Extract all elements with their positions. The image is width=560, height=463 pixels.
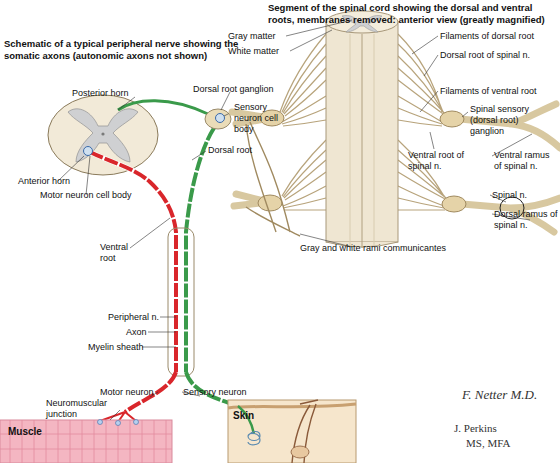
structure-label: Dorsal root of spinal n. — [440, 50, 530, 61]
heading-text: Schematic of a typical peripheral nerve … — [4, 38, 244, 61]
axon-underlay — [186, 128, 214, 372]
motor-cell-body — [84, 147, 93, 156]
hair-bulb — [291, 446, 309, 458]
structure-label: Anterior horn — [18, 176, 70, 187]
spinal-nerve — [460, 104, 560, 232]
peripheral-nerve — [168, 228, 194, 376]
central-canal — [101, 132, 104, 135]
anterior-median-fissure — [362, 34, 363, 248]
root-filaments — [282, 140, 326, 210]
muscle-block — [0, 420, 172, 463]
sensory-receptor — [248, 432, 260, 445]
structure-label: Gray and white rami communicantes — [300, 243, 446, 254]
dorsal-root-ganglion — [205, 109, 231, 129]
junction-bulb — [98, 420, 103, 425]
structure-label: Dorsal ramus of spinal n. — [494, 209, 558, 231]
structure-label: Spinal sensory (dorsal root) ganglion — [470, 104, 540, 137]
epidermis — [228, 404, 356, 408]
structure-label: Myelin sheath — [88, 342, 144, 353]
structure-label: Ventral ramus of spinal n. — [494, 150, 558, 172]
spinal-ganglion — [442, 196, 466, 212]
spinal-ganglion — [258, 195, 282, 211]
structure-label: Motor neuron — [100, 387, 154, 398]
structure-label: White matter — [228, 46, 279, 57]
structure-label: Filaments of dorsal root — [440, 31, 534, 42]
muscle-striations — [0, 420, 172, 463]
structure-label: Spinal n. — [492, 190, 527, 201]
structure-label: Axon — [126, 327, 147, 338]
structure-label: Ventral root — [100, 242, 136, 264]
junction-bulb — [134, 420, 139, 425]
structure-label: Sensory neuron cell body — [234, 102, 280, 135]
rami-communicantes — [246, 122, 300, 236]
axon-underlay — [90, 152, 176, 372]
structure-label: Dorsal root ganglion — [193, 84, 274, 95]
cord-surface-shading — [350, 34, 374, 246]
structure-label: Ventral root of spinal n. — [408, 150, 466, 172]
root-filaments — [398, 34, 446, 126]
root-filaments — [280, 34, 326, 126]
structure-label: Sensory neuron — [183, 387, 247, 398]
structure-label: Posterior horn — [72, 88, 129, 99]
structure-label: Filaments of ventral root — [440, 86, 537, 97]
artist-signature: F. Netter M.D. — [462, 388, 537, 402]
structure-label: Motor neuron cell body — [40, 190, 132, 201]
cord-cross-section — [48, 95, 158, 175]
artist-credit: J. Perkins — [454, 422, 497, 435]
sensory-cell-body — [216, 114, 225, 123]
region-label: Muscle — [8, 426, 42, 437]
junction-bulb — [116, 421, 121, 426]
structure-label: Peripheral n. — [108, 312, 159, 323]
artist-credit: MS, MFA — [466, 437, 510, 450]
leader-lines — [58, 92, 232, 420]
heading-text: Segment of the spinal cord showing the d… — [268, 2, 560, 25]
dorsal-root-axon — [118, 101, 208, 114]
sensory-axon — [186, 128, 214, 372]
hair-follicle — [292, 400, 318, 463]
skin-block — [228, 400, 356, 463]
structure-label: Gray matter — [228, 31, 276, 42]
region-label: Skin — [233, 410, 254, 421]
structure-label: Neuromuscular junction — [46, 398, 121, 420]
motor-axon — [90, 152, 176, 372]
structure-label: Dorsal root — [208, 145, 252, 156]
gray-matter — [68, 109, 138, 162]
spinal-ganglion — [440, 111, 464, 127]
